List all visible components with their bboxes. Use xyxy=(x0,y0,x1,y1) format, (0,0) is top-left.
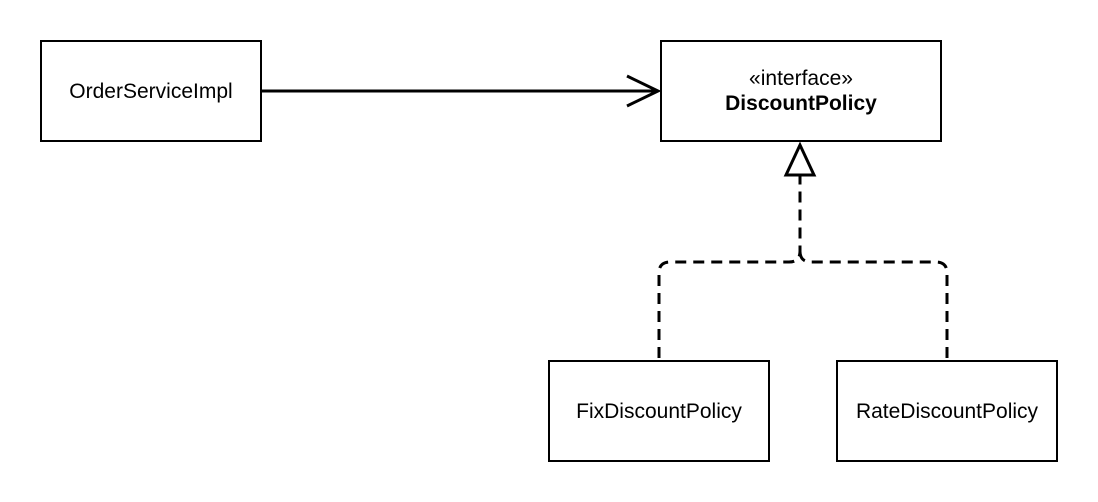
interface-box-discount-policy[interactable]: «interface» DiscountPolicy xyxy=(660,40,942,142)
class-name: RateDiscountPolicy xyxy=(855,399,1039,423)
realization-line-fix xyxy=(657,176,802,358)
class-box-fix-discount-policy[interactable]: FixDiscountPolicy xyxy=(548,360,770,462)
realization-edges xyxy=(657,141,949,358)
class-name: FixDiscountPolicy xyxy=(576,399,742,423)
class-box-order-service-impl[interactable]: OrderServiceImpl xyxy=(40,40,262,142)
hollow-triangle-arrowhead xyxy=(783,141,817,177)
interface-name: DiscountPolicy xyxy=(725,92,877,115)
class-box-rate-discount-policy[interactable]: RateDiscountPolicy xyxy=(836,360,1058,462)
class-name: OrderServiceImpl xyxy=(69,79,233,103)
open-arrowhead xyxy=(626,74,662,108)
realization-line-rate xyxy=(798,250,949,358)
association-arrow xyxy=(262,74,662,108)
stereotype-label: «interface» xyxy=(749,67,853,90)
